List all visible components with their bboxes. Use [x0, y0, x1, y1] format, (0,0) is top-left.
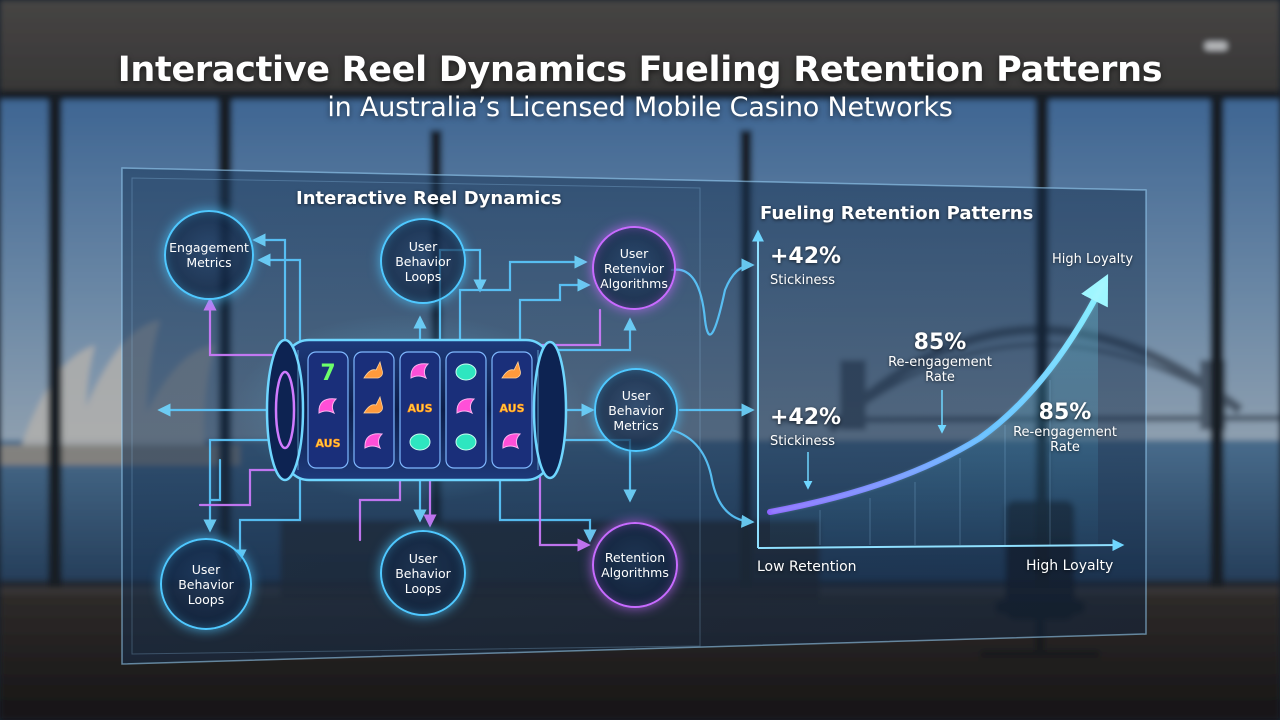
- symbol-aus-icon: AUS: [315, 437, 340, 450]
- symbol-gem-icon: [409, 433, 431, 451]
- x-axis: [757, 539, 1125, 552]
- symbol-gem-icon: [455, 433, 477, 451]
- symbol-swirl-icon: [364, 433, 384, 450]
- symbol-swirl-icon: [318, 398, 338, 415]
- symbol-swirl-icon: [456, 398, 476, 415]
- symbol-swirl-icon: [410, 363, 430, 380]
- symbol-seven-icon: 7: [320, 361, 335, 386]
- symbol-swirl-icon: [502, 433, 522, 450]
- symbol-gem-icon: [455, 363, 477, 381]
- symbol-kangaroo-icon: [363, 395, 383, 414]
- retention-chart: [752, 229, 1125, 552]
- symbol-kangaroo-icon: [363, 360, 383, 379]
- symbol-kangaroo-icon: [501, 360, 521, 379]
- symbol-aus-icon: AUS: [407, 402, 432, 415]
- symbol-aus-icon: AUS: [499, 402, 524, 415]
